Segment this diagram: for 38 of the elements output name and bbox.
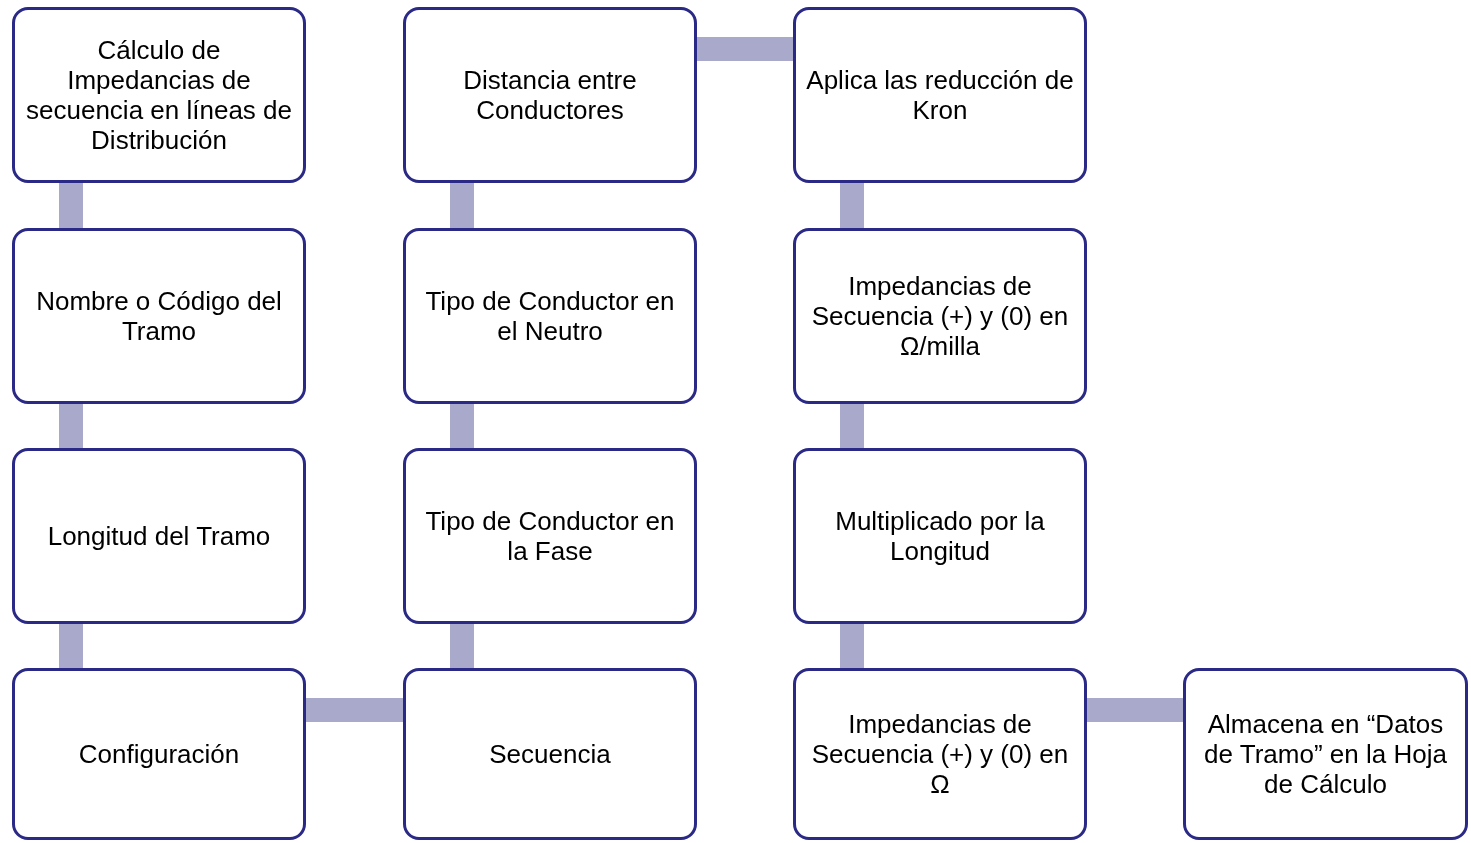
- box-text: Tipo de Conductor en la Fase: [424, 506, 676, 566]
- connector: [59, 183, 83, 228]
- process-box: [1183, 668, 1468, 840]
- process-box: [403, 448, 697, 624]
- connector: [697, 37, 793, 61]
- connector: [1087, 698, 1183, 722]
- box-text: Secuencia: [489, 739, 611, 769]
- connector: [59, 624, 83, 668]
- process-box: [12, 7, 306, 183]
- connector: [450, 183, 474, 228]
- process-box: [403, 7, 697, 183]
- box-text: Impedancias de Secuencia (+) y (0) en Ω/milla: [810, 271, 1070, 361]
- process-box: [793, 448, 1087, 624]
- box-text: Cálculo de Impedancias de secuencia en líneas de Distribución: [25, 35, 293, 155]
- box-text: Tipo de Conductor en el Neutro: [424, 286, 676, 346]
- process-box: [793, 7, 1087, 183]
- process-box: [12, 228, 306, 404]
- process-box: [793, 668, 1087, 840]
- connector: [840, 404, 864, 448]
- connector: [450, 404, 474, 448]
- box-text: Almacena en “Datos de Tramo” en la Hoja de Cálculo: [1203, 709, 1448, 799]
- process-box: [403, 668, 697, 840]
- box-text: Distancia entre Conductores: [462, 65, 638, 125]
- connector: [840, 183, 864, 228]
- process-box: [12, 668, 306, 840]
- connector: [450, 624, 474, 668]
- box-text: Aplica las reducción de Kron: [805, 65, 1075, 125]
- connector: [840, 624, 864, 668]
- box-text: Configuración: [78, 739, 240, 769]
- box-text: Longitud del Tramo: [47, 521, 271, 551]
- process-box: [12, 448, 306, 624]
- box-text: Impedancias de Secuencia (+) y (0) en Ω: [810, 709, 1070, 799]
- process-box: [793, 228, 1087, 404]
- box-text: Multiplicado por la Longitud: [834, 506, 1046, 566]
- connector: [59, 404, 83, 448]
- connector: [306, 698, 403, 722]
- box-text: Nombre o Código del Tramo: [35, 286, 283, 346]
- process-box: [403, 228, 697, 404]
